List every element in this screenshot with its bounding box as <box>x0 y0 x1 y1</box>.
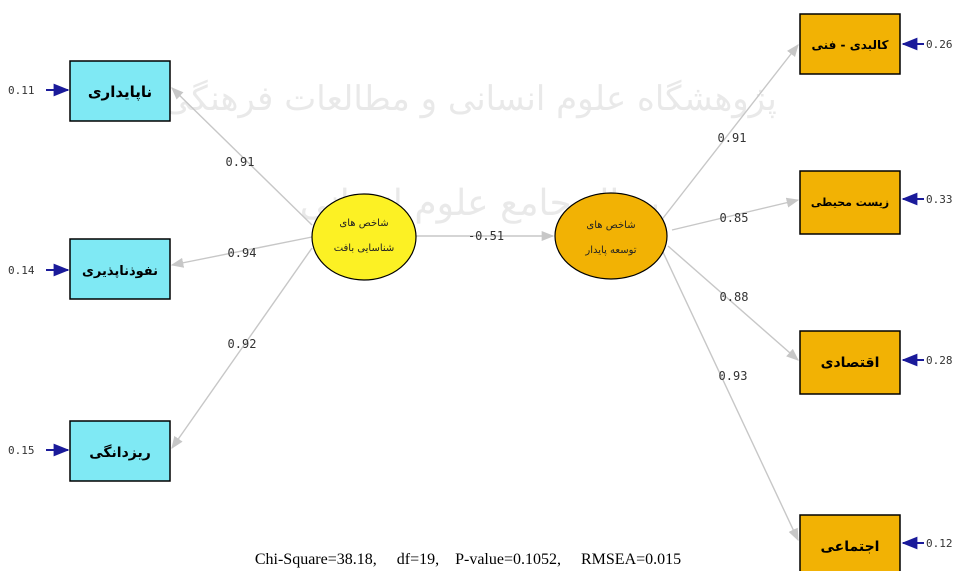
loading-right-4: 0.93 <box>719 369 748 383</box>
error-right-4: 0.12 <box>926 537 953 550</box>
loading-left-3: 0.92 <box>228 337 257 351</box>
error-right-2: 0.33 <box>926 193 953 206</box>
path-left-2 <box>170 236 313 268</box>
path-right-2 <box>671 197 800 231</box>
error-left-3: 0.15 <box>8 444 35 457</box>
latent-left-line2: شناسایی بافت <box>334 243 395 254</box>
latent-left-line1: شاخص های <box>339 218 388 229</box>
indicator-label-left-3: ریزدانگی <box>89 444 151 461</box>
path-right-3 <box>667 245 799 361</box>
loading-left-1: 0.91 <box>226 155 255 169</box>
path-left-3 <box>171 247 313 450</box>
path-right-1 <box>659 44 799 223</box>
indicator-label-right-2: زیست محیطی <box>811 196 889 209</box>
indicator-label-left-2: نفوذناپذیری <box>82 264 158 279</box>
loading-left-2: 0.94 <box>228 246 257 260</box>
path-left-1 <box>171 87 313 226</box>
indicator-box-left-1 <box>69 60 171 122</box>
indicator-box-right-2 <box>799 170 901 235</box>
path-coefficient: -0.51 <box>468 229 504 243</box>
error-right-3: 0.28 <box>926 354 953 367</box>
indicator-label-left-1: ناپایداری <box>88 83 152 102</box>
indicator-label-right-3: اقتصادی <box>821 355 880 371</box>
indicator-box-left-2 <box>69 238 171 300</box>
loading-right-1: 0.91 <box>718 131 747 145</box>
indicator-label-right-1: کالبدی - فنی <box>811 38 888 52</box>
fit-statistics: Chi-Square=38.18, df=19, P-value=0.1052,… <box>255 551 681 568</box>
loading-right-2: 0.85 <box>720 211 749 225</box>
error-left-2: 0.14 <box>8 264 35 277</box>
error-right-1: 0.26 <box>926 38 953 51</box>
indicator-box-right-1 <box>799 13 901 75</box>
indicator-box-left-3 <box>69 420 171 482</box>
indicator-box-right-4 <box>799 514 901 571</box>
indicator-label-right-4: اجتماعی <box>821 539 880 555</box>
latent-right-line1: شاخص های <box>586 220 635 231</box>
error-left-1: 0.11 <box>8 84 35 97</box>
indicator-box-right-3 <box>799 330 901 395</box>
watermark-line-1: پژوهشگاه علوم انسانی و مطالعات فرهنگی <box>163 79 777 119</box>
loading-right-3: 0.88 <box>720 290 749 304</box>
latent-ellipse-left <box>311 193 417 281</box>
path-right-4 <box>661 249 799 542</box>
latent-right-line2: توسعه پایدار <box>584 245 636 256</box>
latent-ellipse-right <box>554 192 668 280</box>
